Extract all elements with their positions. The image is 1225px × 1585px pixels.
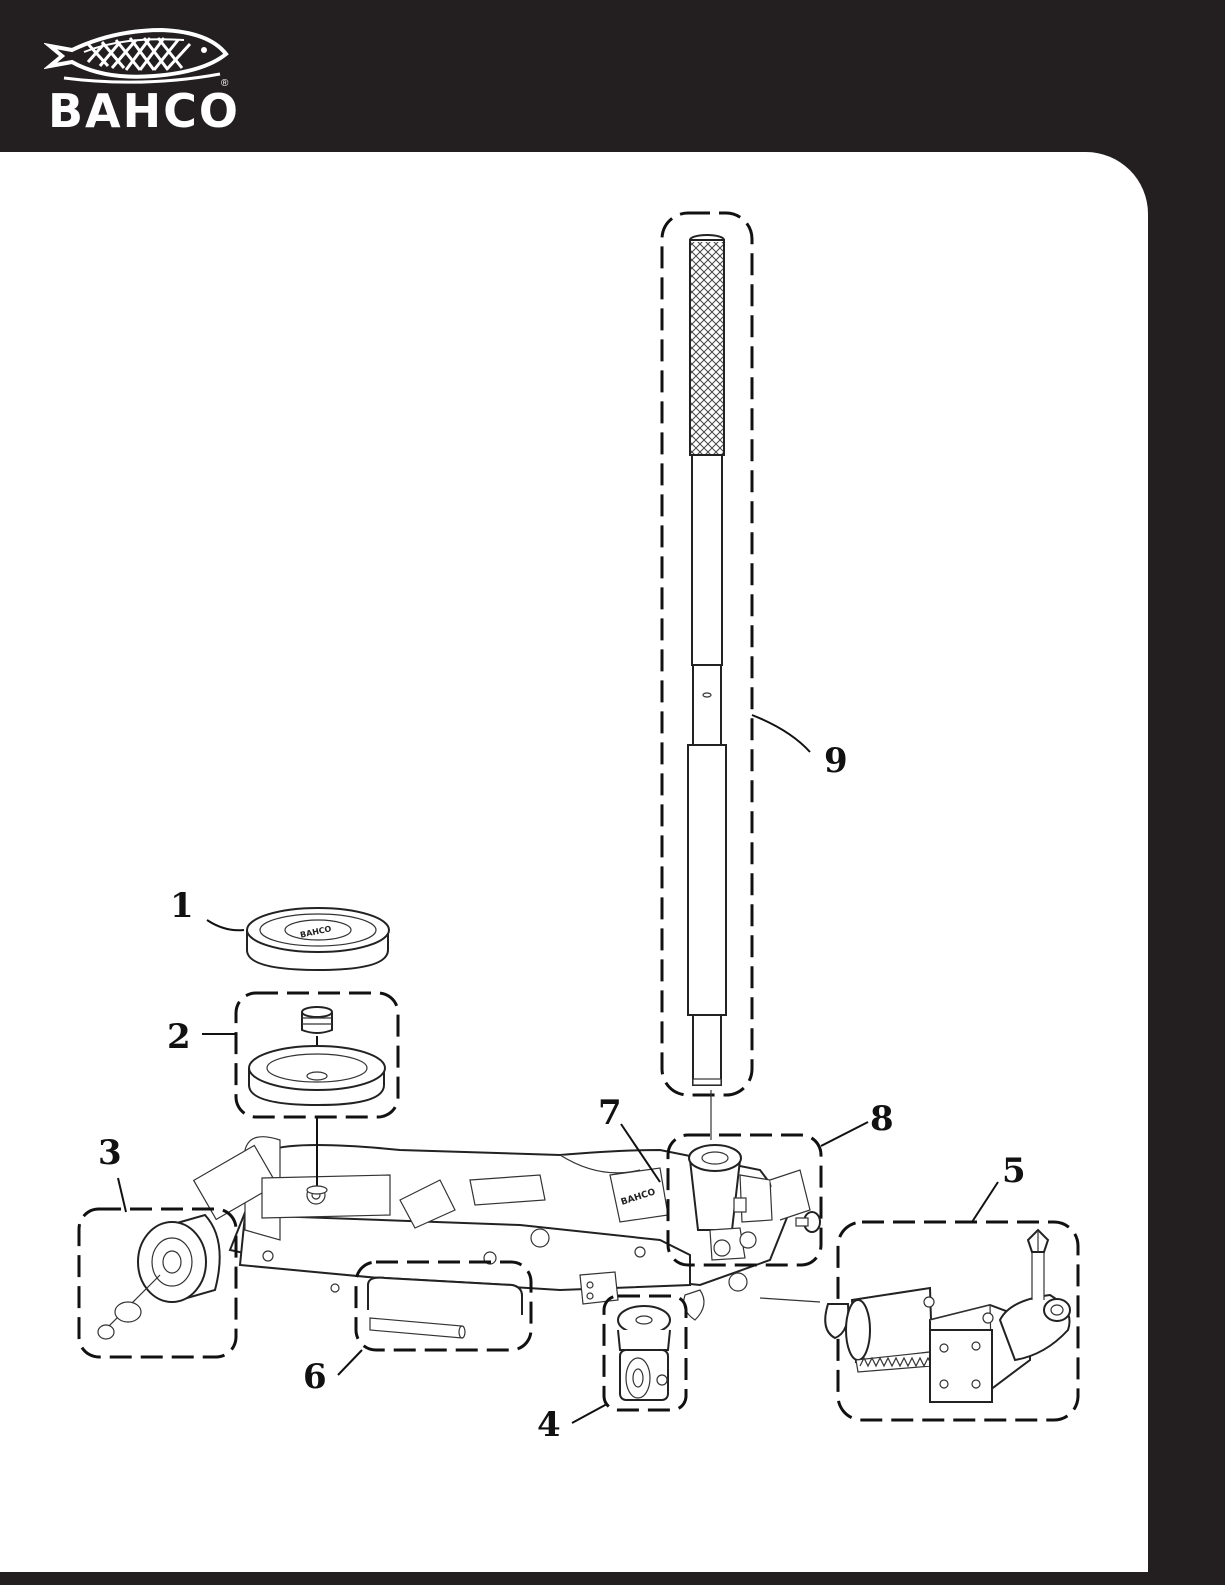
rear-caster-part xyxy=(604,1296,686,1410)
callout-8: 8 xyxy=(870,1099,894,1139)
saddle-pad-part: BAHCO xyxy=(247,908,389,970)
callout-4: 4 xyxy=(537,1405,561,1445)
front-wheel-part xyxy=(79,1209,236,1357)
callout-9: 9 xyxy=(824,741,848,781)
callout-3: 3 xyxy=(98,1133,122,1173)
callout-7: 7 xyxy=(598,1093,622,1133)
handle-part xyxy=(662,213,752,1140)
pump-unit-part xyxy=(760,1222,1078,1420)
callout-5: 5 xyxy=(1002,1151,1026,1191)
callout-6: 6 xyxy=(303,1357,327,1397)
callout-1: 1 xyxy=(170,886,194,926)
bottom-border xyxy=(0,1572,1225,1585)
callout-2: 2 xyxy=(167,1017,191,1057)
